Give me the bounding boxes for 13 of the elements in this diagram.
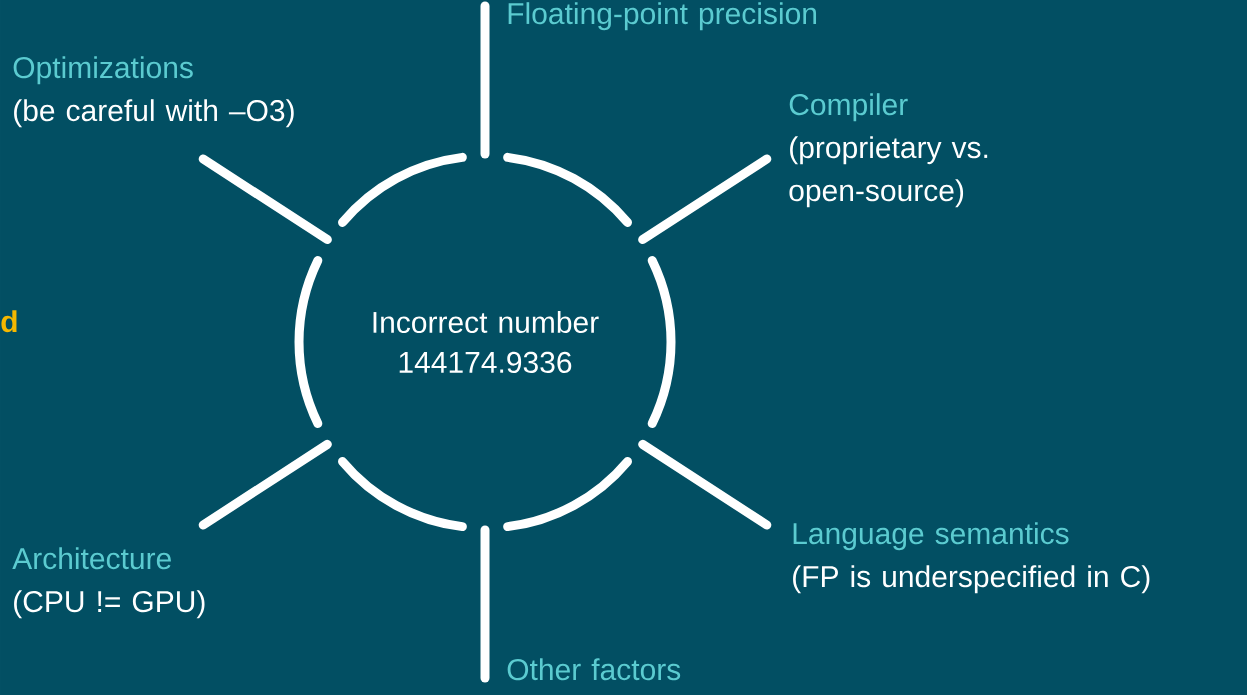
factor-label: Compiler (proprietary vs. open-source) xyxy=(789,93,988,208)
factor-label: Floating-point precision xyxy=(508,2,817,31)
spoke-line xyxy=(198,439,332,530)
spoke-line xyxy=(638,154,772,245)
factor-label: Other factors xyxy=(507,658,681,681)
spoke-line xyxy=(480,1,490,159)
factor-label: Language semantics (FP is underspecified in C) xyxy=(793,522,1150,594)
factor-label: Optimizations (be careful with –O3) xyxy=(13,56,294,128)
spoke-line xyxy=(480,525,490,683)
cut-off-letter: d xyxy=(1,310,17,333)
factor-label: Architecture (CPU != GPU) xyxy=(12,547,205,619)
spoke-line xyxy=(198,154,332,245)
spoke-line xyxy=(638,439,772,530)
